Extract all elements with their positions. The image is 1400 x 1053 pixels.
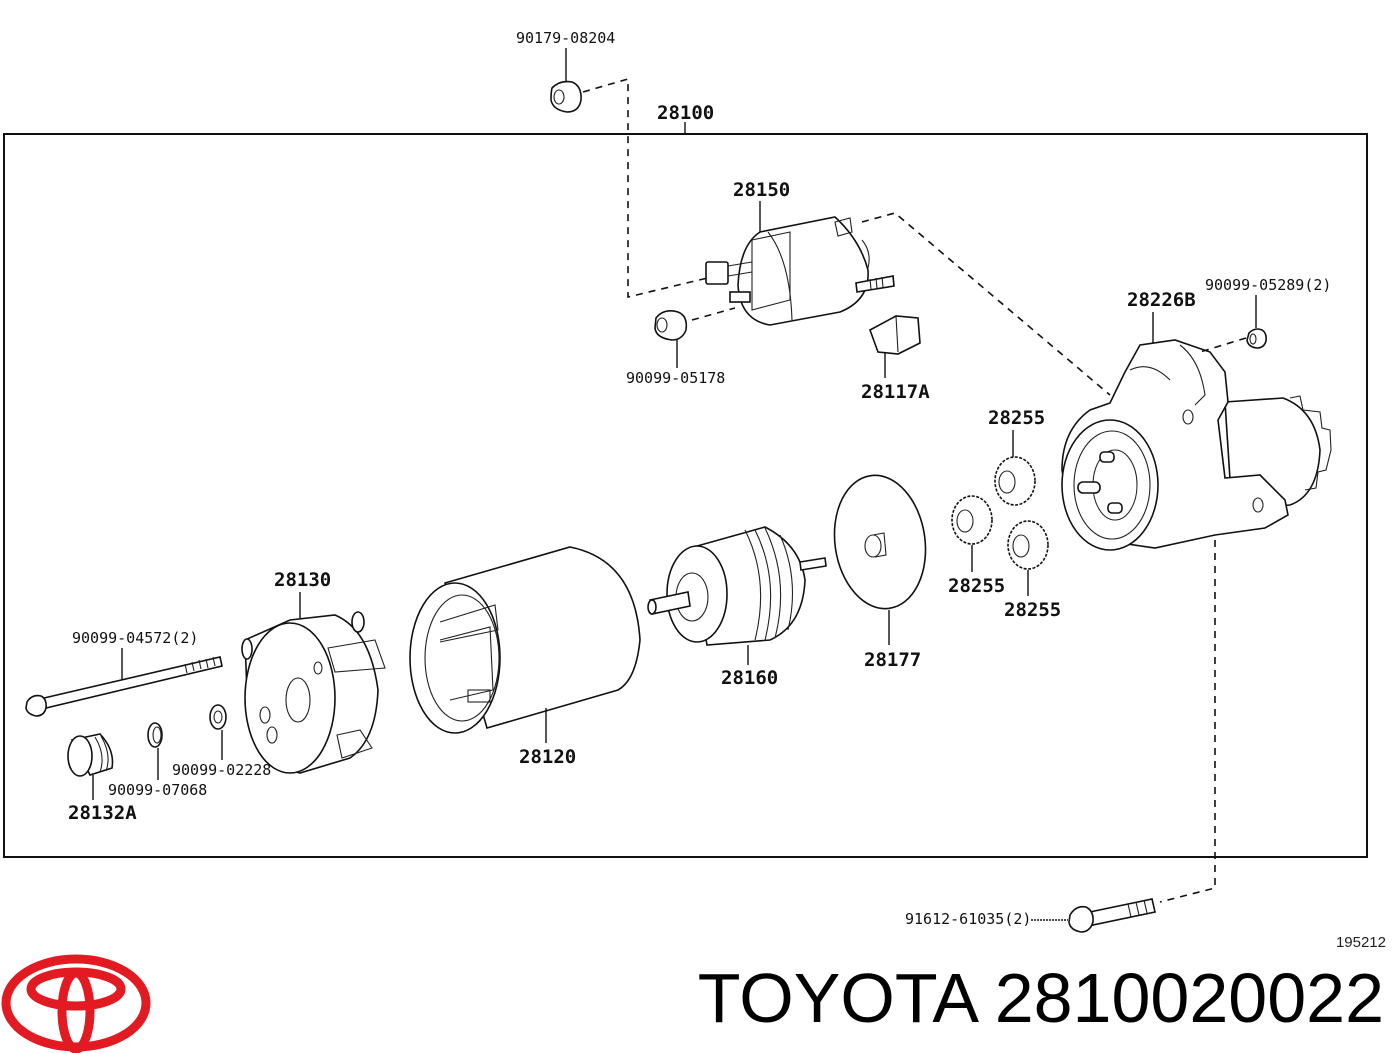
part-cap[interactable]: 28132A (67, 733, 137, 824)
part-through-bolt[interactable]: 90099-04572(2) (25, 629, 223, 717)
part-label-nut-housing: 90099-05289(2) (1205, 276, 1331, 294)
part-nut-top[interactable]: 90179-08204 (516, 29, 615, 113)
part-yoke[interactable]: 28120 (409, 546, 641, 768)
assembly-path-solenoid (861, 212, 1111, 396)
assembly-path-nut-housing (1199, 337, 1247, 353)
part-label-nut-top: 90179-08204 (516, 29, 615, 47)
part-number: 2810020022 (994, 959, 1384, 1037)
part-washer[interactable]: 90099-02228 (172, 704, 271, 779)
assembly-path-mount-bolt (1159, 540, 1216, 903)
part-lever[interactable]: 28117A (861, 315, 930, 403)
part-label-gear-left: 28255 (948, 575, 1005, 597)
doc-code: 195212 (1335, 934, 1386, 951)
part-nut-housing[interactable]: 90099-05289(2) (1205, 276, 1331, 349)
part-ring[interactable]: 90099-07068 (108, 722, 207, 799)
part-solenoid[interactable]: 28150 (705, 179, 895, 326)
part-label-armature: 28160 (721, 667, 778, 689)
part-plate[interactable]: 28177 (826, 469, 934, 671)
part-label-washer: 90099-02228 (172, 761, 271, 779)
part-label-housing: 28226B (1127, 289, 1196, 311)
brand-name: TOYOTA (697, 959, 976, 1037)
part-gear-right[interactable]: 28255 (1004, 520, 1061, 621)
part-label-plate: 28177 (864, 649, 921, 671)
assembly-path-nut-solenoid (691, 307, 736, 321)
part-label-cap: 28132A (68, 802, 137, 824)
part-gear-left[interactable]: 28255 (948, 495, 1005, 597)
part-armature[interactable]: 28160 (647, 526, 827, 689)
toyota-logo-icon (1, 954, 151, 1053)
part-label-yoke: 28120 (519, 746, 576, 768)
part-label-mount-bolt: 91612-61035(2) (905, 910, 1031, 928)
part-label-lever: 28117A (861, 381, 930, 403)
part-label-end-frame: 28130 (274, 569, 331, 591)
part-nut-solenoid[interactable]: 90099-05178 (626, 310, 725, 387)
part-label-through-bolt: 90099-04572(2) (72, 629, 198, 647)
part-mount-bolt[interactable]: 91612-61035(2) (905, 898, 1156, 933)
assembly-label: 28100 (657, 102, 714, 124)
part-label-gear-top: 28255 (988, 407, 1045, 429)
part-label-solenoid: 28150 (733, 179, 790, 201)
part-end-frame[interactable]: 28130 (241, 569, 386, 774)
part-gear-top[interactable]: 28255 (988, 407, 1045, 506)
product-title: TOYOTA 2810020022 (698, 958, 1384, 1038)
part-label-nut-solenoid: 90099-05178 (626, 369, 725, 387)
part-housing[interactable]: 28226B (1061, 289, 1332, 551)
part-label-ring: 90099-07068 (108, 781, 207, 799)
assembly-path-top-nut (582, 77, 721, 299)
part-label-gear-right: 28255 (1004, 599, 1061, 621)
